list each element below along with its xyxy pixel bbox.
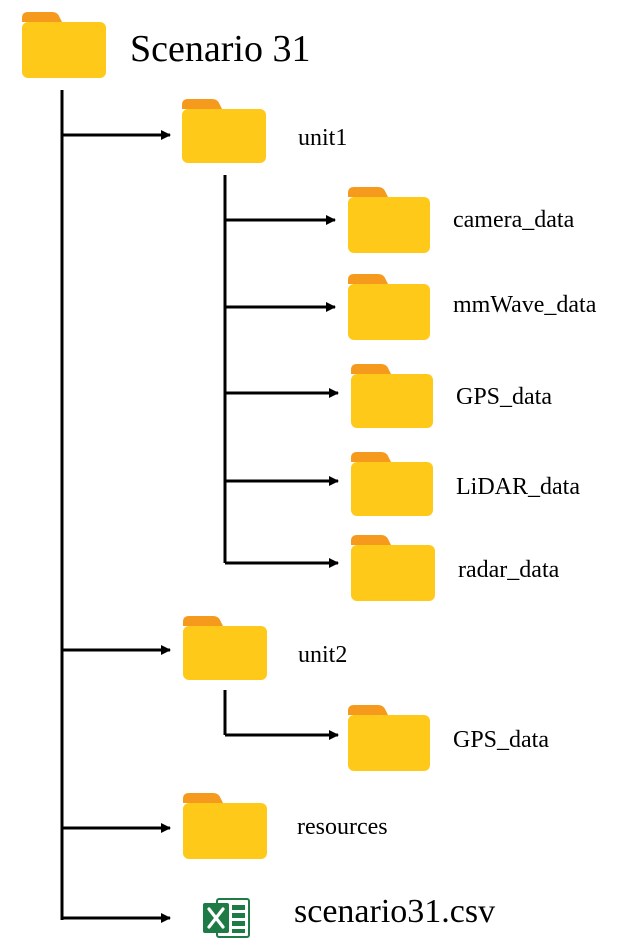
folder-icon[interactable] [348,703,430,771]
folder-icon[interactable] [348,272,430,340]
unit2-label: unit2 [298,642,348,668]
excel-icon[interactable] [203,897,251,939]
folder-icon[interactable] [183,791,267,859]
csv-file-label: scenario31.csv [294,893,496,930]
unit2-gps-data-label: GPS_data [453,727,549,753]
folder-icon[interactable] [351,533,435,601]
unit1-label: unit1 [298,125,348,151]
mmwave-data-label: mmWave_data [453,292,597,318]
root-folder-label: Scenario 31 [130,28,311,70]
gps-data-label: GPS_data [456,384,552,410]
camera-data-label: camera_data [453,207,575,233]
folder-icon[interactable] [351,450,433,516]
folder-icon[interactable] [351,362,433,428]
folder-icon[interactable] [183,614,267,680]
radar-data-label: radar_data [458,557,560,583]
folder-icon[interactable] [22,10,106,78]
resources-label: resources [297,814,388,840]
lidar-data-label: LiDAR_data [456,474,580,500]
folder-icon[interactable] [182,97,266,163]
folder-icon[interactable] [348,185,430,253]
